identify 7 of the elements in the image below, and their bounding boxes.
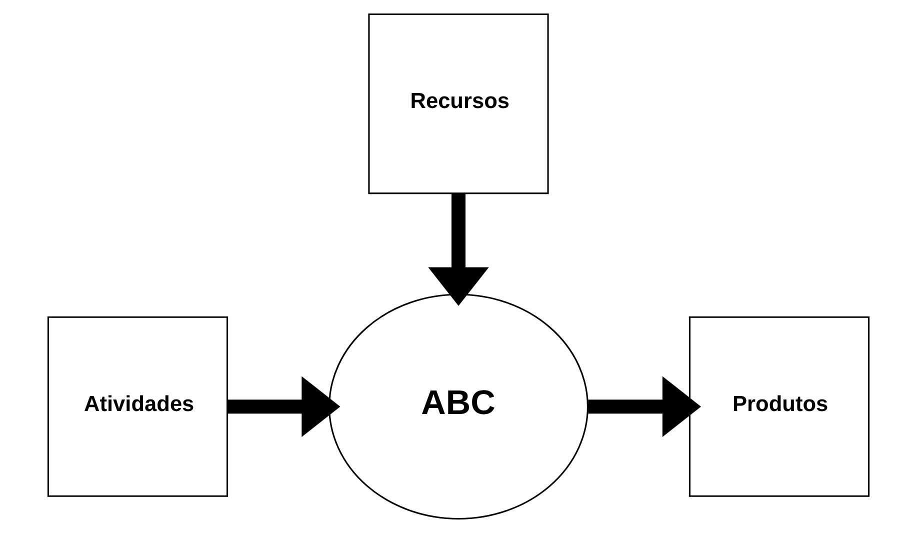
- arrow: [588, 376, 701, 438]
- node-box: Recursos: [368, 13, 549, 194]
- node-ellipse: ABC: [328, 294, 588, 520]
- arrow: [428, 194, 489, 306]
- node-box: Atividades: [47, 316, 228, 497]
- arrow: [227, 376, 340, 438]
- node-box: Produtos: [688, 316, 870, 497]
